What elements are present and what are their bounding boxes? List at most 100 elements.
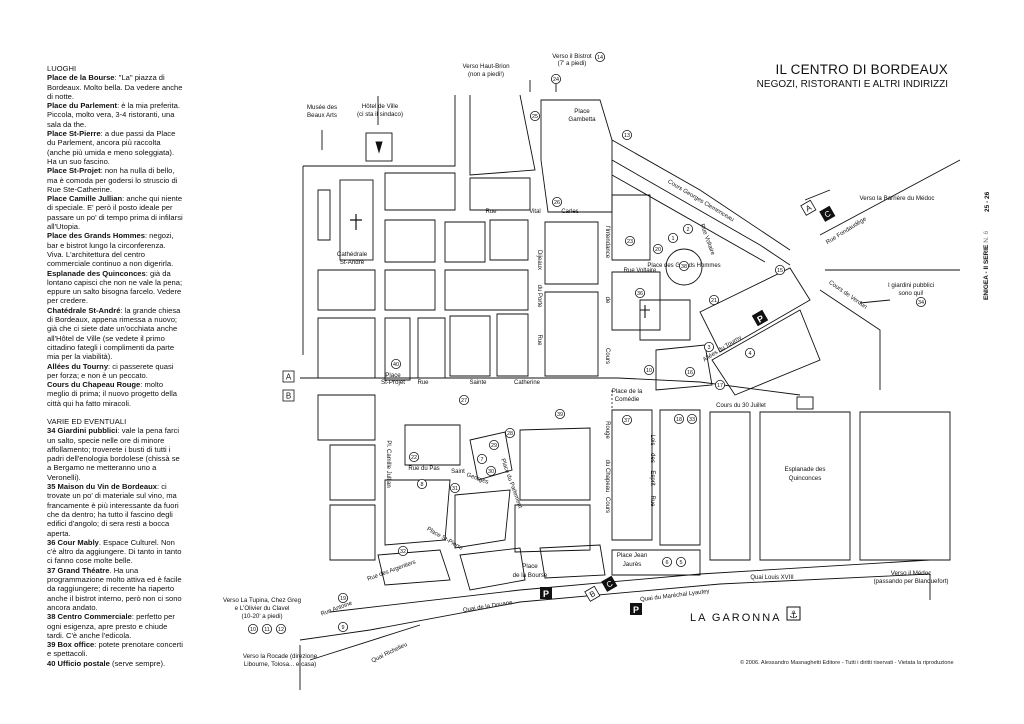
address-marker[interactable] [397, 546, 408, 557]
marker-letter: C [823, 209, 833, 220]
section-marker: B [584, 585, 601, 602]
address-marker[interactable] [416, 478, 427, 489]
address-number: 5 [680, 560, 683, 566]
address-marker[interactable] [674, 413, 685, 424]
street-label: Rue [649, 495, 655, 507]
legend-heading-2: VARIE ED EVENTUALI [47, 416, 127, 426]
legend-entry-text: : è la mia preferita. Piccola, molto ver… [47, 101, 180, 129]
address-marker[interactable] [687, 413, 698, 424]
address-marker[interactable] [261, 624, 272, 635]
legend-entry-name: 34 Giardini pubblici [47, 426, 118, 436]
address-marker[interactable] [668, 232, 679, 243]
legend-entry: Chatédrale St-André: la grande chiesa di… [47, 306, 183, 362]
street-label: des [649, 453, 655, 463]
address-marker[interactable] [485, 465, 496, 476]
address-marker[interactable] [555, 408, 566, 419]
address-marker[interactable] [653, 243, 664, 254]
svg-text:P: P [633, 605, 639, 615]
address-marker[interactable] [685, 366, 696, 377]
address-marker[interactable] [622, 414, 633, 425]
legend-entry-text: : ci trovate un po' di materiale sul vin… [47, 482, 179, 538]
address-number: 36 [637, 291, 643, 297]
address-number: 13 [624, 133, 630, 139]
address-numbers[interactable]: 1424251326232021381536213416101740273937… [247, 52, 927, 635]
address-marker[interactable] [916, 296, 927, 307]
street-label: Rue du Pas [408, 466, 439, 472]
marker-box [584, 585, 601, 602]
address-number: 22 [411, 455, 417, 461]
direction-note: Verso il Bistrot [552, 53, 592, 60]
address-marker[interactable] [683, 223, 694, 234]
legend-entry-name: Allées du Tourny [47, 361, 109, 371]
address-number: 10 [250, 627, 256, 633]
address-marker[interactable] [704, 341, 715, 352]
legend-entry: Cours du Chapeau Rouge: molto meglio di … [47, 380, 183, 408]
address-marker[interactable] [390, 358, 401, 369]
address-marker[interactable] [595, 52, 606, 63]
place-label: Gambetta [568, 116, 596, 123]
street-label: Quai de la Douane [463, 600, 514, 614]
address-marker[interactable] [337, 622, 348, 633]
legend-entry-text: : anche qui niente di speciale. E' però … [47, 194, 183, 232]
legend-entry-text: : non ha nulla di bello, ma è comoda per… [47, 166, 178, 194]
legend-entry-text: : vale la pena farci un salto, specie ne… [47, 426, 180, 482]
address-marker[interactable] [676, 557, 687, 568]
address-marker[interactable] [476, 453, 487, 464]
address-marker[interactable] [709, 294, 720, 305]
address-number: 30 [488, 469, 494, 475]
address-number: 2 [687, 227, 690, 233]
address-marker[interactable] [715, 379, 726, 390]
address-number: 26 [554, 200, 560, 206]
address-marker[interactable] [488, 439, 499, 450]
legend-entry: Place St-Projet: non ha nulla di bello, … [47, 166, 183, 194]
place-label: Hôtel de Ville [362, 103, 399, 110]
address-marker[interactable] [625, 235, 636, 246]
place-label: Comédie [615, 396, 640, 403]
address-marker[interactable] [275, 624, 286, 635]
legend-entry-name: 38 Centro Commerciale [47, 612, 132, 622]
marker-box [800, 199, 817, 216]
direction-note: (non a piedi!) [468, 71, 504, 78]
address-marker[interactable] [745, 347, 756, 358]
address-marker[interactable] [504, 427, 515, 438]
address-marker[interactable] [449, 482, 460, 493]
address-marker[interactable] [662, 557, 673, 568]
street-label: Saint [451, 469, 465, 475]
address-number: 3 [708, 345, 711, 351]
marker-box [282, 389, 295, 402]
address-number: 25 [532, 114, 538, 120]
direction-note: e L'Olivier du Clavel [235, 605, 290, 612]
address-marker[interactable] [530, 111, 541, 122]
direction-note: sono qui! [898, 290, 923, 297]
street-label: Cours de Verdun [827, 280, 867, 311]
address-marker[interactable] [622, 129, 633, 140]
address-marker[interactable] [408, 451, 419, 462]
address-number: 20 [655, 247, 661, 253]
street-label: Rue Voltaire [699, 223, 716, 256]
legend-entry: Place des Grands Hommes: negozi, bar e b… [47, 231, 183, 268]
legend-entry-name: Place Camille Jullian [47, 194, 123, 204]
address-marker[interactable] [644, 364, 655, 375]
legend-entry-name: Esplanade des Quinconces [47, 268, 146, 278]
address-marker[interactable] [551, 74, 562, 85]
address-marker[interactable] [458, 394, 469, 405]
street-label: Lois [649, 434, 655, 445]
place-label: Cathédrale [337, 251, 368, 258]
address-marker[interactable] [247, 624, 258, 635]
direction-note: Libourne, Tolosa... e casa) [244, 661, 316, 668]
address-marker[interactable] [337, 593, 348, 604]
street-label: Rue Voltaire [624, 268, 657, 274]
direction-note: Verso la Barrière du Médoc [860, 195, 935, 202]
address-marker[interactable] [635, 287, 646, 298]
address-number: 14 [597, 55, 603, 61]
address-marker[interactable] [679, 260, 690, 271]
street-label: du Chapeau [604, 460, 610, 493]
address-number: 39 [557, 412, 563, 418]
address-marker[interactable] [775, 264, 786, 275]
street-label: Rouge [604, 421, 610, 439]
address-marker[interactable] [552, 196, 563, 207]
legend-entry-name: Place St-Pierre [47, 129, 101, 139]
street-label: Rue Antoine [320, 600, 353, 617]
street-label: Dijeaux [536, 250, 542, 270]
